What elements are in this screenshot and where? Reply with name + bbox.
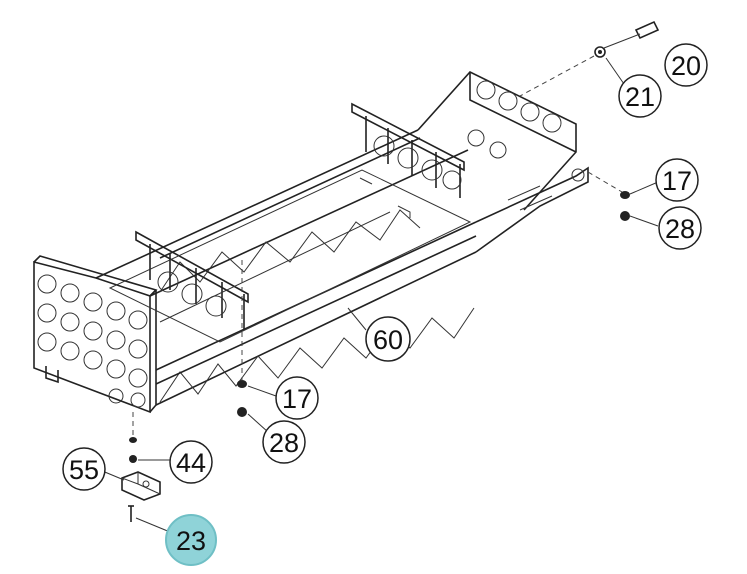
callout-21[interactable]: 21 (618, 74, 662, 118)
callout-23-highlighted[interactable]: 23 (165, 514, 217, 566)
callout-60-label: 60 (373, 325, 403, 355)
callout-44-label: 44 (176, 448, 206, 478)
chassis-frame (33, 71, 589, 414)
callout-21-label: 21 (625, 82, 655, 112)
callout-28-right-label: 28 (665, 214, 695, 244)
callout-20[interactable]: 20 (664, 43, 708, 87)
callout-55[interactable]: 55 (62, 447, 106, 491)
hardware-parts (99, 20, 660, 533)
callout-23-label: 23 (176, 526, 206, 556)
callout-28-center-label: 28 (269, 428, 299, 458)
callout-60[interactable]: 60 (347, 307, 411, 362)
callout-28-right[interactable]: 28 (658, 206, 702, 250)
callout-17-center[interactable]: 17 (275, 376, 319, 420)
callout-20-label: 20 (671, 51, 701, 81)
callout-44[interactable]: 44 (169, 440, 213, 484)
callout-17-right-label: 17 (662, 166, 692, 196)
callout-28-center[interactable]: 28 (262, 420, 306, 464)
callout-55-label: 55 (69, 455, 99, 485)
callout-17-center-label: 17 (282, 384, 312, 414)
callout-17-right[interactable]: 17 (655, 158, 699, 202)
